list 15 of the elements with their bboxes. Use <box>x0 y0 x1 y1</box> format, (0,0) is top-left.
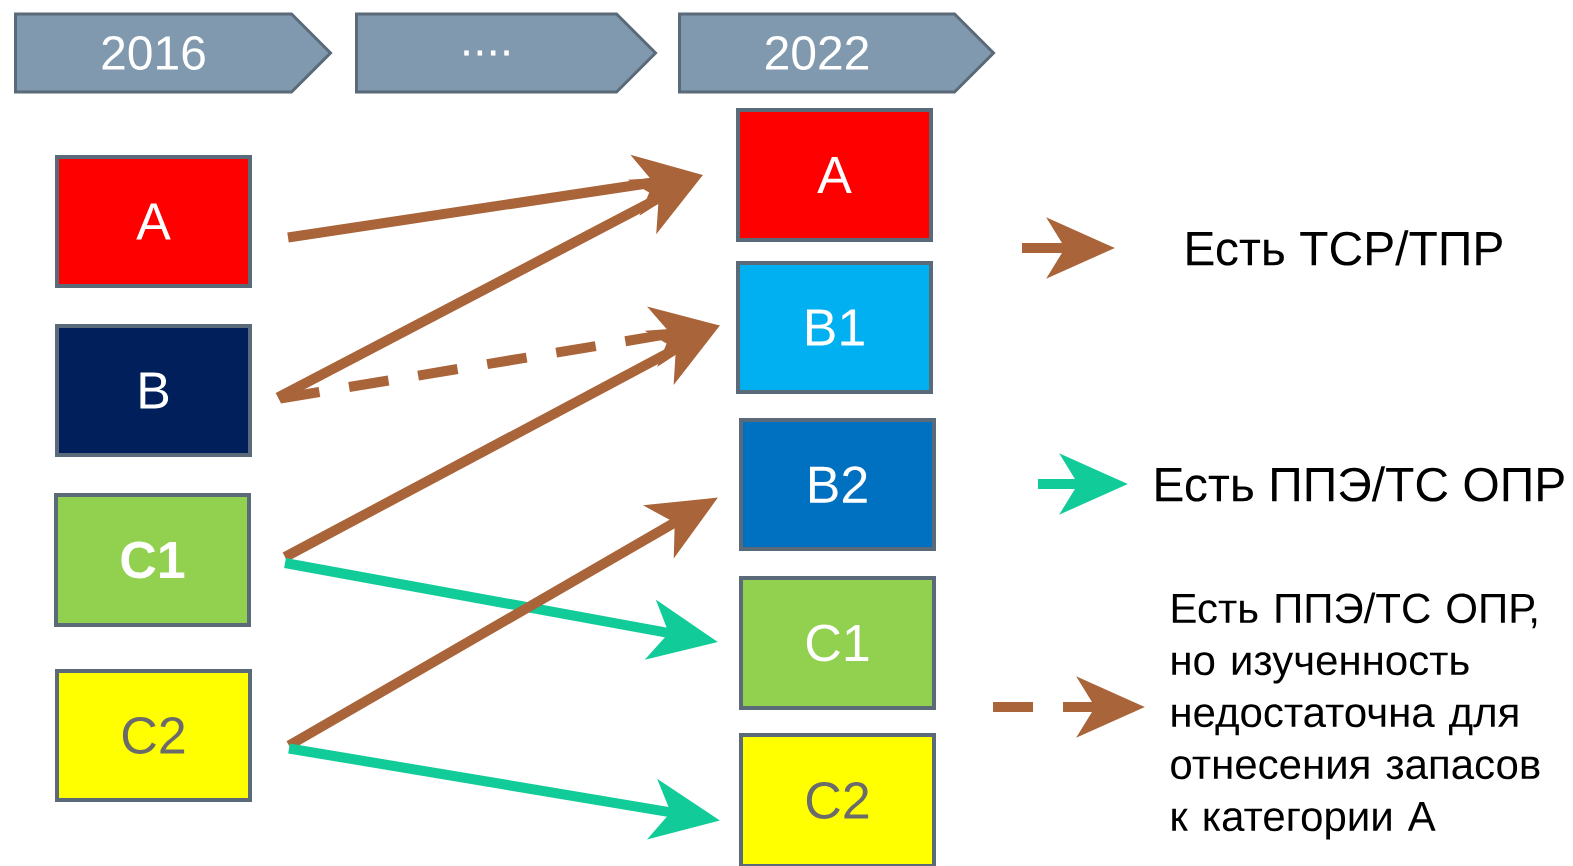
category-box: C1 <box>739 576 936 710</box>
category-box: B1 <box>736 261 933 394</box>
legend-text: Есть ТСР/ТПР <box>1187 230 1502 266</box>
category-box: C2 <box>55 669 252 802</box>
category-box: A <box>55 155 252 288</box>
year-banner: 2016 <box>14 12 333 94</box>
legend-text: Есть ППЭ/ТС ОПР, но изученность недостаточна для отнесения запасов к категории А <box>1171 592 1540 840</box>
category-box: B2 <box>739 418 936 551</box>
category-box: C2 <box>739 733 936 866</box>
category-box: C1 <box>54 493 251 627</box>
category-box: B <box>55 324 252 457</box>
category-box: A <box>736 108 933 242</box>
year-banner: .... <box>355 12 658 94</box>
year-banner: 2022 <box>678 12 996 94</box>
legend-text: Есть ППЭ/ТС ОПР <box>1156 466 1564 502</box>
